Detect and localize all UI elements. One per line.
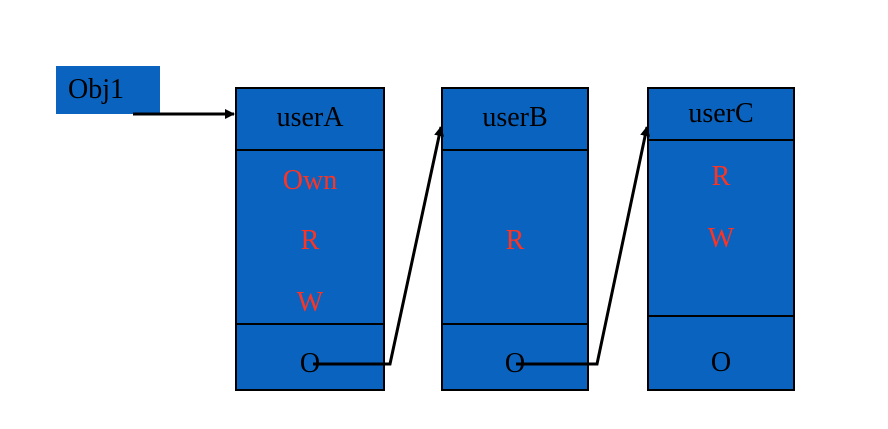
node-pointer-userc: O [649, 315, 793, 389]
node-header-usera: userA [237, 89, 383, 151]
permission-read: R [711, 161, 731, 192]
node-permissions-userc: R W [649, 141, 793, 315]
permission-own: Own [282, 165, 338, 196]
node-header-userb: userB [443, 89, 587, 151]
permission-write: W [296, 287, 324, 318]
node-permissions-userb: R [443, 151, 587, 323]
node-header-userc: userC [649, 89, 793, 141]
permission-read: R [300, 225, 320, 256]
acl-node-userb: userB R O [441, 87, 589, 391]
acl-node-usera: userA Own R W O [235, 87, 385, 391]
node-pointer-usera: O [237, 323, 383, 389]
node-permissions-usera: Own R W [237, 151, 383, 323]
acl-node-userc: userC R W O [647, 87, 795, 391]
permission-write: W [707, 223, 735, 254]
permission-read: R [505, 225, 525, 256]
node-pointer-userb: O [443, 323, 587, 389]
object-label: Obj1 [56, 66, 160, 114]
